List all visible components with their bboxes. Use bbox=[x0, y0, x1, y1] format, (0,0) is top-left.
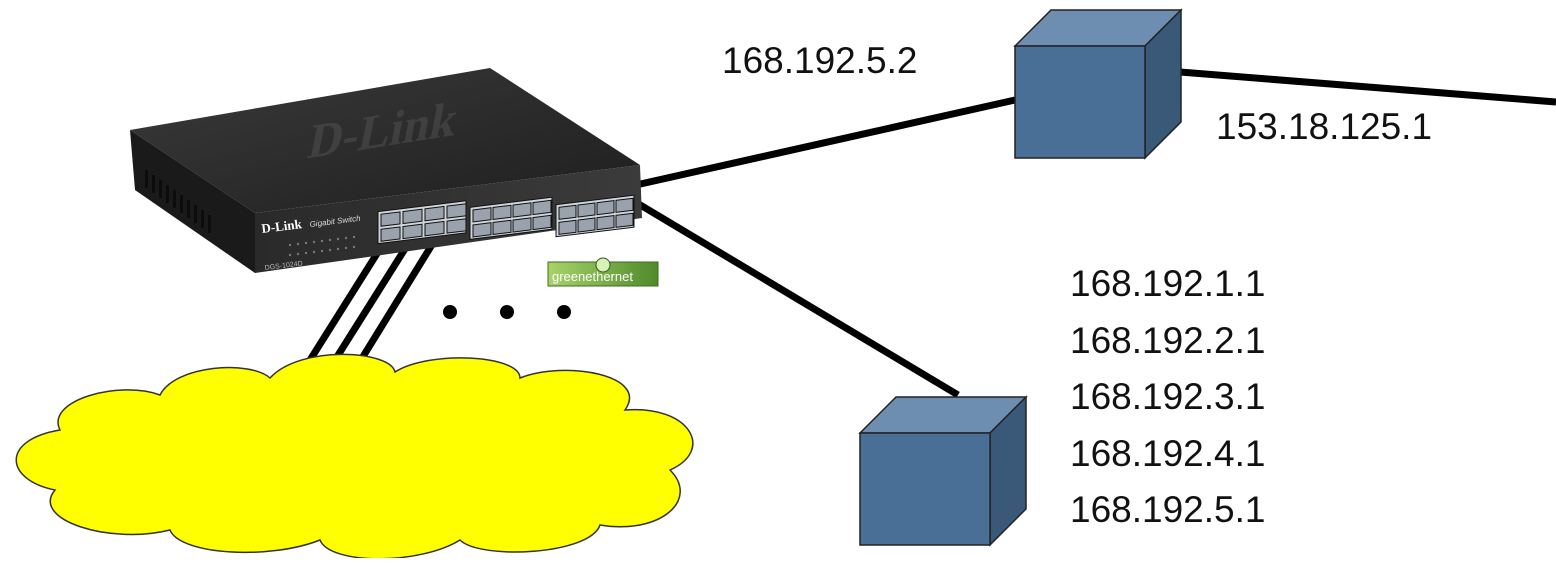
internal-router-box bbox=[858, 395, 1028, 547]
gateway-router-box bbox=[1013, 8, 1183, 160]
gateway-lan-ip-label: 168.192.5.2 bbox=[722, 40, 918, 81]
more-ports-ellipsis bbox=[443, 305, 571, 319]
switch-front-logo: D-Link bbox=[261, 216, 304, 236]
switch-top bbox=[130, 68, 640, 213]
router-ip-5: 168.192.5.1 bbox=[1070, 489, 1266, 530]
internal-box-front bbox=[859, 432, 991, 546]
router-ip-4: 168.192.4.1 bbox=[1070, 432, 1266, 474]
tree-icon bbox=[595, 257, 611, 273]
wan-cable bbox=[1179, 68, 1556, 106]
router-cable bbox=[630, 196, 960, 399]
network-switch: D-Link D-Link Gigabit Switch DGS-1024D bbox=[130, 68, 642, 273]
router-ip-2: 168.192.2.1 bbox=[1070, 319, 1266, 361]
switch-port-block-3 bbox=[555, 194, 635, 238]
router-ip-list: 168.192.1.1 168.192.2.1 168.192.3.1 168.… bbox=[1070, 256, 1265, 539]
router-ip-1: 168.192.1.1 bbox=[1070, 263, 1266, 304]
lan-cloud bbox=[15, 353, 694, 560]
switch-vents bbox=[145, 170, 211, 233]
switch-port-block-1 bbox=[377, 200, 467, 245]
switch-status-leds bbox=[288, 235, 356, 257]
switch-port-block-2 bbox=[469, 196, 553, 240]
router-ip-3: 168.192.3.1 bbox=[1070, 376, 1266, 417]
badge-text: greenethernet bbox=[552, 269, 633, 284]
switch-model-number: DGS-1024D bbox=[264, 260, 303, 272]
uplink-cable bbox=[635, 96, 1016, 189]
gateway-wan-ip-label: 153.18.125.1 bbox=[1216, 106, 1433, 147]
green-ethernet-badge: greenethernet bbox=[547, 257, 659, 287]
switch-left-side bbox=[130, 130, 255, 273]
gateway-box-front bbox=[1014, 45, 1146, 159]
